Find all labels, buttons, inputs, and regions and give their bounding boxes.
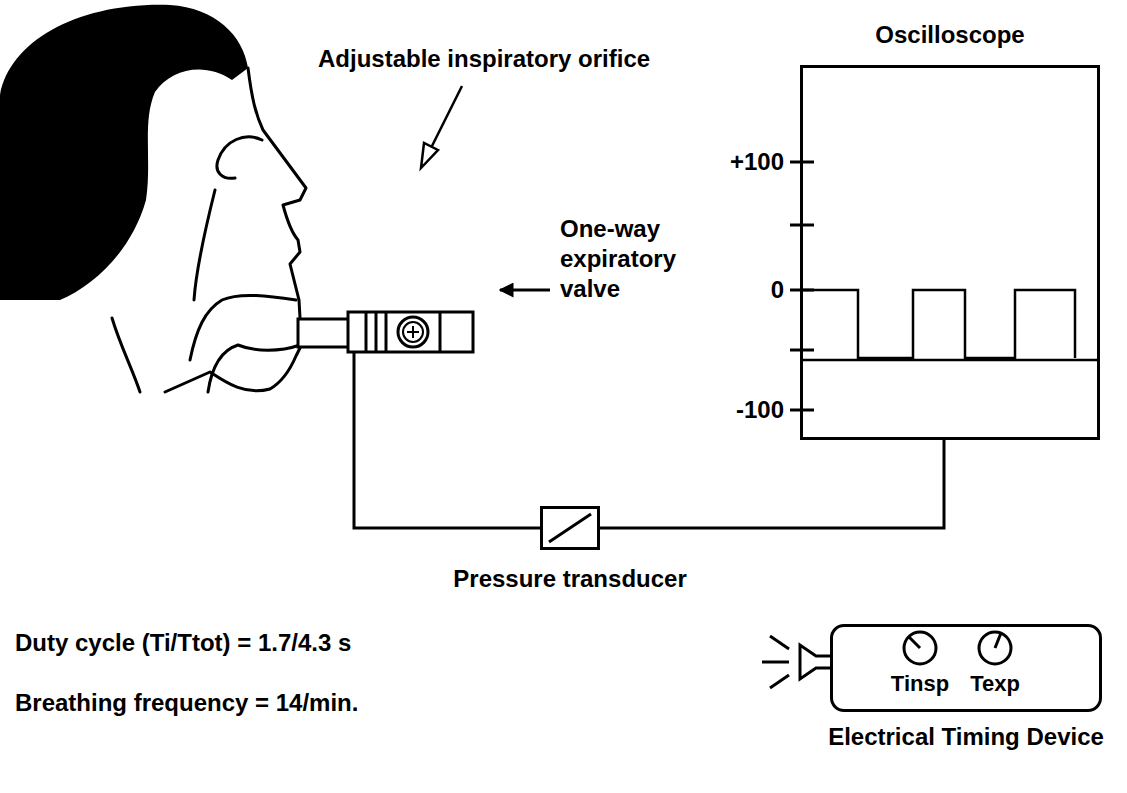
inspiratory-orifice-inner <box>403 322 423 342</box>
knob-pointer <box>995 633 1001 648</box>
valve-leader <box>500 289 550 292</box>
node-heading: Electrical Timing Device <box>828 722 1104 752</box>
valve-assembly <box>298 312 473 352</box>
tongue <box>208 345 300 392</box>
knob-label: Tinsp <box>891 669 949 699</box>
valve-ring <box>365 312 368 352</box>
orifice-label: Adjustable inspiratory orifice <box>318 44 650 74</box>
sound-line <box>762 661 789 664</box>
knob-label: Texp <box>970 669 1020 699</box>
pressure-transducer-box: Pressure transducer <box>540 506 600 550</box>
airway <box>194 190 215 300</box>
orifice-cross <box>412 326 414 338</box>
valve-ring <box>375 312 378 352</box>
pressure-tubing <box>354 352 540 528</box>
face-outline <box>248 68 306 318</box>
texp-knob <box>979 632 1011 664</box>
knob-pointer <box>909 637 920 648</box>
sound-line <box>770 675 789 688</box>
axis-value: -100 <box>736 395 784 425</box>
frequency-note: Breathing frequency = 14/min. <box>15 688 358 718</box>
sound-line <box>770 636 789 649</box>
transducer-element <box>549 514 591 542</box>
speaker-horn <box>800 645 831 679</box>
nasal-cavity <box>217 137 262 178</box>
inspiratory-orifice <box>398 317 428 347</box>
chin-outline <box>165 348 300 392</box>
hair <box>0 5 248 300</box>
orifice-arrowhead <box>421 143 438 168</box>
orifice-leader <box>430 86 462 150</box>
pressure-trace <box>801 290 1075 358</box>
timing-device-box: TinspTexpElectrical Timing Device <box>830 624 1102 712</box>
neck-outline <box>112 318 140 392</box>
valve-divider <box>439 312 442 352</box>
valve-ring <box>385 312 388 352</box>
valve-label: One-way expiratory valve <box>560 214 700 304</box>
valve-body <box>348 312 473 352</box>
tinsp-knob <box>904 632 936 664</box>
axis-value: 0 <box>771 275 784 305</box>
trace-baseline <box>801 359 1098 362</box>
oscilloscope-screen: Oscilloscope <box>800 65 1100 440</box>
head-profile <box>0 5 306 392</box>
duty-cycle-note: Duty cycle (Ti/Ttot) = 1.7/4.3 s <box>15 628 351 658</box>
axis-value: +100 <box>730 147 784 177</box>
node-heading: Pressure transducer <box>453 564 686 594</box>
signal-cable <box>600 440 944 528</box>
mouthpiece-tube <box>298 319 350 347</box>
node-heading: Oscilloscope <box>875 20 1024 50</box>
